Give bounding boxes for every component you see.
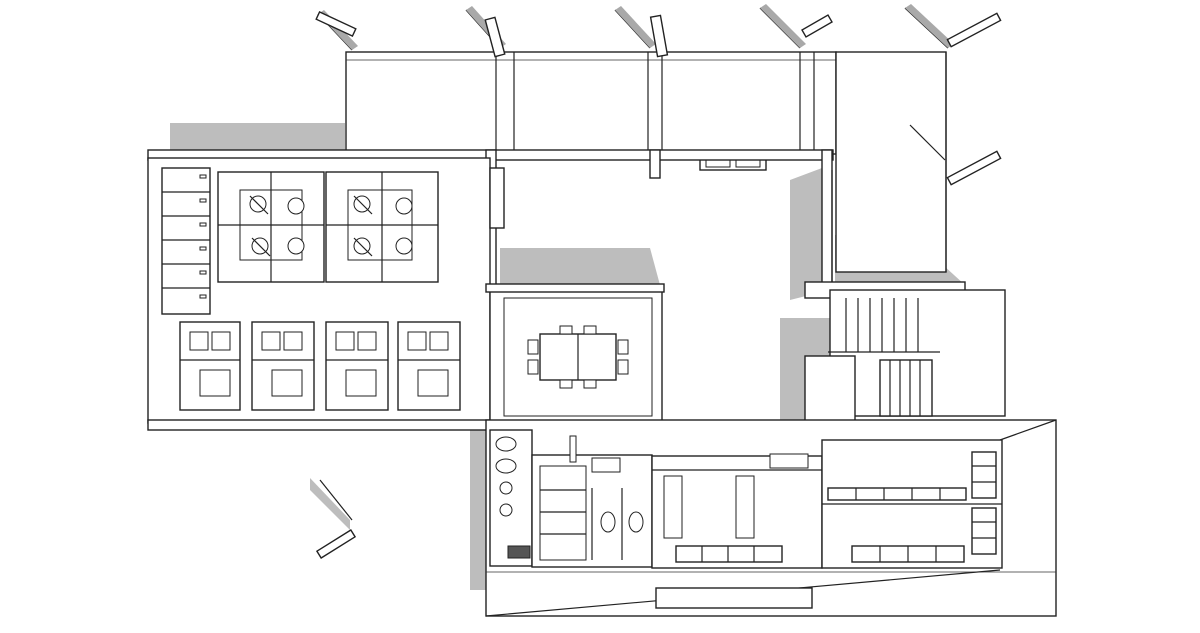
- stair-core: [804, 281, 1006, 453]
- restroom-block: [489, 429, 653, 568]
- workstation-4: [397, 321, 461, 411]
- office-pod-left: [217, 171, 325, 283]
- stair-treads: [828, 298, 940, 353]
- lower-block: [485, 419, 1057, 617]
- kitchenette: [651, 453, 823, 569]
- stray-beam: [315, 479, 357, 559]
- workstation-1: [179, 321, 241, 411]
- open-office: [147, 157, 505, 431]
- right-offices: [821, 439, 1003, 569]
- filing-cabinets: [161, 167, 211, 315]
- workstations: [179, 321, 461, 411]
- conference-room: [485, 283, 665, 427]
- upper-bay: [315, 4, 1002, 273]
- workstation-3: [325, 321, 389, 411]
- office-pod-right: [325, 171, 439, 283]
- workstation-2: [251, 321, 315, 411]
